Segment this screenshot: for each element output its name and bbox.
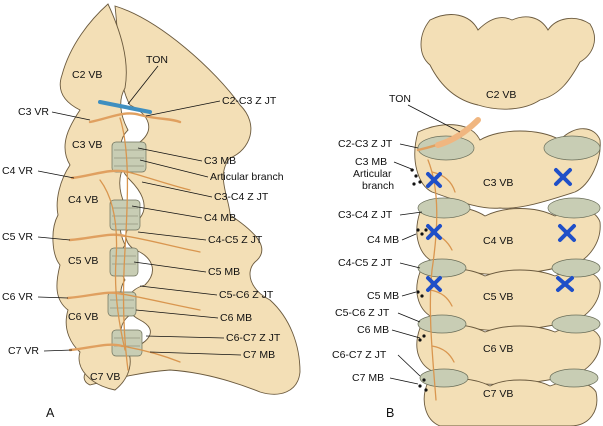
c4-vb-label-a: C4 VB [68, 194, 98, 206]
panel-a-letter: A [46, 406, 55, 420]
articular-branch-label-a: Articular branch [210, 171, 284, 183]
panel-b: C2 VB C3 VB C4 VB C5 VB C6 VB C7 VB TON … [332, 14, 601, 426]
articular-label-b: Articular [353, 168, 392, 180]
panel-a: C2 VB C3 VB C4 VB C5 VB C6 VB C7 VB C3 V… [2, 3, 301, 420]
c2-vb-label-a: C2 VB [72, 69, 102, 81]
c3-mb-label-b: C3 MB [355, 156, 387, 168]
electrode-dots-b [410, 168, 428, 392]
c3-vr-label: C3 VR [18, 106, 49, 118]
c5-mb-label-b: C5 MB [367, 290, 399, 302]
lesion-markers-b [426, 168, 576, 292]
panel-b-letter: B [386, 406, 394, 420]
ton-label-a: TON [146, 54, 168, 66]
c3-mb-label-a: C3 MB [204, 155, 236, 167]
c4-vb-label-b: C4 VB [483, 235, 513, 247]
c2-c3-zjt-label-a: C2-C3 Z JT [222, 95, 277, 107]
ton-label-b: TON [389, 93, 411, 105]
c6-mb-label-a: C6 MB [220, 312, 252, 324]
c2-vb-label-b: C2 VB [486, 89, 516, 101]
c4-vr-label: C4 VR [2, 165, 33, 177]
c4-c5-zjt-label-b: C4-C5 Z JT [338, 257, 393, 269]
c2-c3-zjt-label-b: C2-C3 Z JT [338, 138, 393, 150]
c6-vr-label: C6 VR [2, 291, 33, 303]
c5-vb-label-a: C5 VB [68, 255, 98, 267]
c6-vb-label-b: C6 VB [483, 343, 513, 355]
c4-mb-label-a: C4 MB [204, 212, 236, 224]
c4-c5-zjt-label-a: C4-C5 Z JT [208, 234, 263, 246]
c7-vb-label-a: C7 VB [90, 371, 120, 383]
c5-mb-label-a: C5 MB [208, 266, 240, 278]
ton-highlight-a [98, 100, 152, 114]
c5-c6-zjt-label-a: C5-C6 Z JT [219, 289, 274, 301]
c7-vb-label-b: C7 VB [483, 388, 513, 400]
c5-vb-label-b: C5 VB [483, 291, 513, 303]
c4-mb-label-b: C4 MB [367, 234, 399, 246]
c6-c7-zjt-label-b: C6-C7 Z JT [332, 349, 387, 361]
c3-c4-zjt-label-b: C3-C4 Z JT [338, 209, 393, 221]
c6-mb-label-b: C6 MB [357, 324, 389, 336]
branch-label-b: branch [362, 180, 394, 192]
c7-mb-label-b: C7 MB [352, 372, 384, 384]
c7-vr-label: C7 VR [8, 345, 39, 357]
nerves-a [66, 112, 201, 371]
c3-c4-zjt-label-a: C3-C4 Z JT [214, 191, 269, 203]
c6-vb-label-a: C6 VB [68, 311, 98, 323]
c2-vertebra-b [420, 14, 595, 110]
c3-vb-label-b: C3 VB [483, 177, 513, 189]
facet-joints-b [417, 135, 601, 388]
c5-vr-label: C5 VR [2, 231, 33, 243]
c6-c7-zjt-label-a: C6-C7 Z JT [226, 332, 281, 344]
c5-c6-zjt-label-b: C5-C6 Z JT [335, 307, 390, 319]
c7-mb-label-a: C7 MB [243, 349, 275, 361]
ton-rod-b [435, 117, 481, 148]
c3-vb-label-a: C3 VB [72, 139, 102, 151]
